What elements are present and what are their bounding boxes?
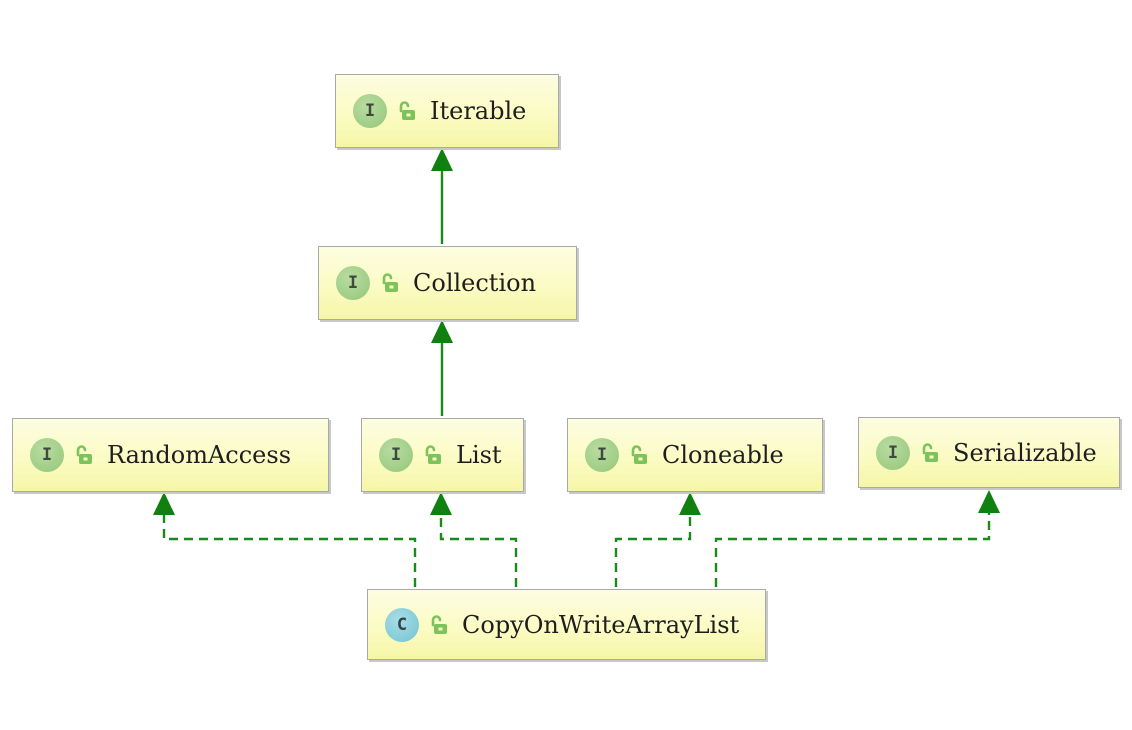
unlocked-padlock-icon	[399, 101, 415, 120]
arrowhead-list	[430, 492, 452, 515]
interface-badge-icon: I	[585, 438, 619, 472]
interface-badge-icon: I	[30, 438, 64, 472]
node-serializable[interactable]: I Serializable	[858, 417, 1120, 488]
edge-implements-copyonwritearraylist-to-list	[439, 512, 518, 587]
node-collection[interactable]: I Collection	[318, 246, 577, 320]
arrowhead-randomaccess	[153, 492, 175, 515]
interface-badge-icon: I	[336, 266, 370, 300]
arrowhead-cloneable	[679, 492, 701, 515]
node-label: Serializable	[953, 438, 1097, 467]
arrowhead-collection	[431, 320, 453, 343]
arrowhead-iterable	[431, 148, 453, 171]
interface-badge-icon: I	[353, 94, 387, 128]
unlocked-padlock-icon	[631, 445, 647, 464]
node-randomaccess[interactable]: I RandomAccess	[12, 418, 329, 492]
node-iterable[interactable]: I Iterable	[335, 74, 559, 148]
edge-implements-copyonwritearraylist-to-randomaccess	[162, 512, 417, 587]
node-label: List	[456, 441, 502, 469]
unlocked-padlock-icon	[76, 445, 92, 464]
node-list[interactable]: I List	[361, 418, 524, 492]
class-badge-icon: C	[385, 607, 419, 642]
arrowhead-serializable	[978, 490, 1000, 513]
node-copyonwritearraylist[interactable]: C CopyOnWriteArrayList	[367, 589, 766, 660]
node-label: RandomAccess	[107, 441, 292, 469]
unlocked-padlock-icon	[382, 273, 398, 292]
unlocked-padlock-icon	[425, 445, 441, 464]
node-label: CopyOnWriteArrayList	[462, 610, 740, 639]
node-cloneable[interactable]: I Cloneable	[567, 418, 823, 492]
unlocked-padlock-icon	[922, 442, 938, 462]
interface-badge-icon: I	[379, 438, 413, 472]
interface-badge-icon: I	[876, 435, 910, 470]
unlocked-padlock-icon	[431, 614, 447, 634]
node-label: Cloneable	[662, 441, 784, 469]
edge-implements-copyonwritearraylist-to-cloneable	[614, 512, 692, 587]
node-label: Collection	[413, 269, 537, 297]
edge-implements-copyonwritearraylist-to-serializable	[714, 511, 991, 587]
node-label: Iterable	[430, 97, 527, 125]
